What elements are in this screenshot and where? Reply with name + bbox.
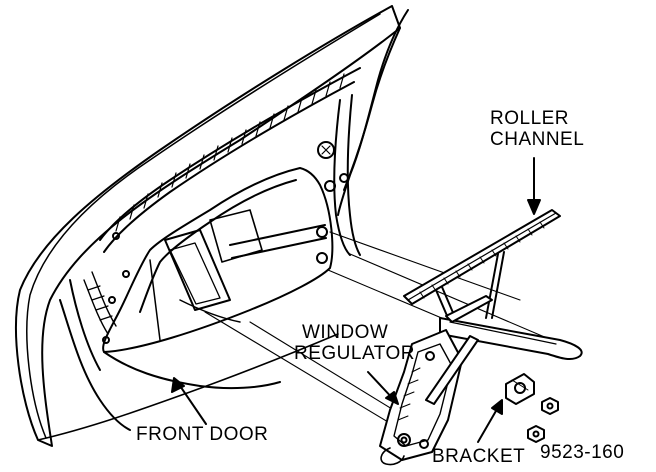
bracket-label: BRACKET (432, 446, 526, 467)
roller-channel-label: ROLLER CHANNEL (490, 108, 584, 150)
nut-lower (527, 425, 545, 443)
front-door (15, 5, 409, 447)
weatherstrip-hatching (115, 73, 345, 232)
window-regulator-label-line2: REGULATOR (294, 343, 415, 364)
roller-channel-label-line1: ROLLER (490, 108, 570, 129)
figure-number: 9523-160 (540, 442, 625, 463)
window-regulator-label-line1: WINDOW (302, 322, 389, 343)
nut-upper (541, 397, 559, 415)
bracket-assembly (505, 373, 559, 443)
window-regulator (379, 295, 583, 466)
roller-channel-label-line2: CHANNEL (490, 129, 585, 150)
window-regulator-label: WINDOW REGULATOR (294, 322, 415, 364)
front-door-label: FRONT DOOR (136, 424, 269, 445)
leader-arrows (171, 157, 541, 443)
roller-channel (403, 209, 561, 319)
